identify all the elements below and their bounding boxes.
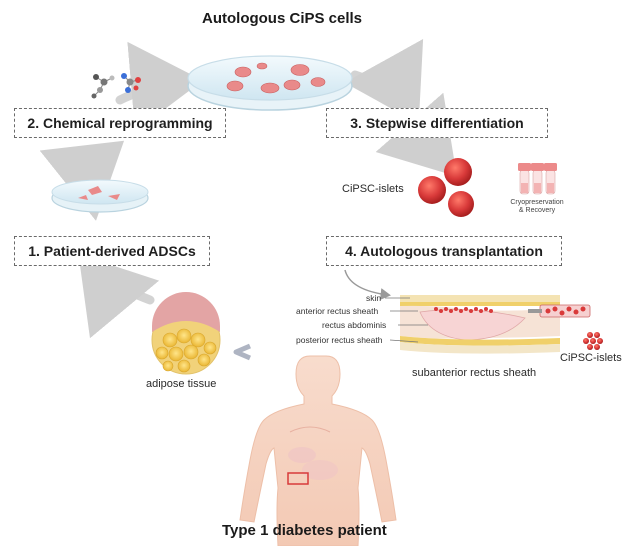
ciPSC-islets-small-icon xyxy=(583,332,603,350)
arrow-cips-to-differentiation xyxy=(344,38,424,124)
arrow-differentiation-to-islets xyxy=(375,92,457,177)
label-subanterior-rectus-sheath: subanterior rectus sheath xyxy=(412,367,537,379)
transplant-site-marker xyxy=(287,472,309,485)
label-posterior-rectus-sheath: posterior rectus sheath xyxy=(296,335,383,345)
step-2-box: 2. Chemical reprogramming xyxy=(14,108,226,138)
cryo-line-2: & Recovery xyxy=(518,207,556,214)
step-3-box: 3. Stepwise differentiation xyxy=(326,108,548,138)
title-autologous-cips-cells: Autologous CiPS cells xyxy=(202,10,363,27)
ciPSC-islets-cluster xyxy=(418,158,474,217)
adsc-petri-dish xyxy=(51,179,149,213)
label-cryopreservation: Cryopreservation & Recovery xyxy=(502,199,572,215)
label-anterior-rectus-sheath: anterior rectus sheath xyxy=(296,306,379,316)
arrow-transplant-to-section xyxy=(344,269,391,300)
title-type1-diabetes-patient: Type 1 diabetes patient xyxy=(222,522,387,539)
adipose-tissue-image xyxy=(151,292,221,375)
arrow-adipose-to-adscs xyxy=(78,254,160,339)
cips-petri-dish xyxy=(187,55,353,111)
label-ciPSC-islets-left: CiPSC-islets xyxy=(342,183,404,195)
label-skin: skin xyxy=(366,293,382,303)
step-4-box: 4. Autologous transplantation xyxy=(326,236,562,266)
cryo-tubes-icon xyxy=(518,163,557,195)
label-rectus-abdominis: rectus abdominis xyxy=(322,320,387,330)
label-adipose-tissue: adipose tissue xyxy=(146,378,217,390)
patient-body-illustration xyxy=(239,355,397,546)
label-ciPSC-islets-right: CiPSC-islets xyxy=(560,352,622,364)
chemical-molecules-icon xyxy=(91,73,141,99)
cycle-arrows xyxy=(39,38,457,339)
syringe-icon xyxy=(528,304,591,318)
cryo-line-1: Cryopreservation xyxy=(510,199,564,206)
arrow-body-to-adipose xyxy=(233,343,251,361)
arrow-adscs-to-reprogramming xyxy=(39,140,125,221)
step-1-box: 1. Patient-derived ADSCs xyxy=(14,236,210,266)
arrow-reprogramming-to-cips xyxy=(115,41,203,132)
rectus-sheath-cross-section xyxy=(385,295,603,354)
